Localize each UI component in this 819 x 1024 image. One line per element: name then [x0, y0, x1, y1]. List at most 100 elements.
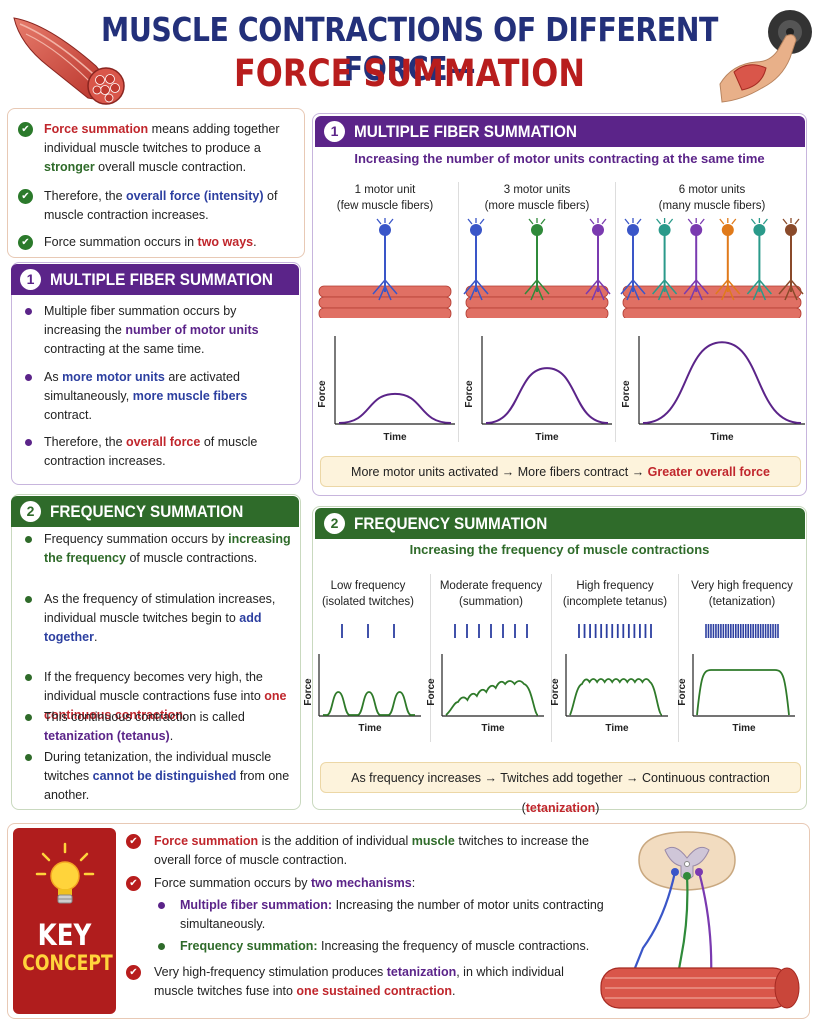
- axon-terminal: [620, 279, 646, 301]
- left-frequency-panel: [11, 494, 301, 810]
- body-text: twitches to increase the overall force o…: [154, 834, 589, 867]
- section-number-badge: 2: [324, 513, 345, 534]
- highlight-text: tetanization: [386, 965, 457, 979]
- dendrite: [624, 218, 642, 225]
- right-frequency-subtitle: Increasing the frequency of muscle contr…: [409, 542, 710, 557]
- stimulus-ticks: [454, 624, 528, 638]
- flexed-arm-icon: [719, 10, 812, 103]
- dendrite: [589, 218, 607, 225]
- neuron-cell-body: [690, 224, 703, 236]
- bullet-dot-icon: [25, 596, 32, 603]
- motor-unit-illustration: [318, 218, 452, 318]
- dendrite: [528, 218, 546, 225]
- y-axis-label: Force: [426, 678, 437, 706]
- list-item-text: During tetanization, the individual musc…: [44, 748, 294, 805]
- list-item-text: Frequency summation occurs by increasing…: [44, 530, 294, 568]
- body-text: As: [44, 370, 63, 384]
- body-text: are activated simultaneously,: [44, 370, 240, 403]
- body-text: .: [169, 729, 174, 743]
- y-axis-label: Force: [621, 380, 632, 408]
- highlight-text: add together: [44, 611, 262, 644]
- neuron-cell-body: [785, 224, 797, 236]
- highlight-text: overall force (intensity): [126, 189, 264, 203]
- force-curve: [642, 341, 802, 424]
- label-line2: (many muscle fibers): [658, 200, 766, 212]
- list-item-text: Multiple fiber summation occurs by incre…: [44, 302, 288, 359]
- left-multiple-panel: [11, 262, 301, 485]
- muscle-fiber: [465, 296, 609, 309]
- highlight-text: Force summation: [44, 122, 149, 136]
- highlight-text: one sustained contraction: [296, 984, 453, 998]
- key-label: KEY: [37, 918, 92, 952]
- body-text: ): [595, 801, 600, 815]
- y-axis-label: Force: [317, 380, 328, 408]
- bullet-dot-icon: [158, 902, 165, 909]
- body-text: .: [94, 630, 98, 644]
- body-text: .: [182, 708, 187, 722]
- left-multiple-title: MULTIPLE FIBER SUMMATION: [50, 270, 273, 289]
- body-text: .: [253, 235, 257, 249]
- neuron-cell-body: [470, 224, 482, 236]
- dendrite: [656, 218, 674, 225]
- force-curve: [569, 678, 663, 716]
- lightbulb-icon: [35, 842, 95, 904]
- list-item-text: As the frequency of stimulation increase…: [44, 590, 294, 647]
- label-line1: Very high frequency: [691, 580, 793, 592]
- bullet-dot-icon: [25, 754, 32, 761]
- highlight-text: tetanization (tetanus): [44, 729, 170, 743]
- left-frequency-title: FREQUENCY SUMMATION: [50, 502, 244, 521]
- dendrite: [376, 218, 394, 225]
- frequency-label: High frequency(incomplete tetanus): [553, 578, 677, 610]
- y-axis-label: Force: [464, 380, 475, 408]
- body-text: Increasing the frequency of muscle contr…: [317, 939, 590, 953]
- body-text: If the frequency becomes very high, the …: [44, 670, 265, 703]
- muscle-fiber: [622, 285, 802, 298]
- force-curve: [338, 392, 452, 424]
- body-text: :: [411, 876, 416, 890]
- dendrite: [687, 218, 705, 225]
- x-axis-label: Time: [732, 723, 756, 734]
- muscle-fiber: [465, 307, 609, 318]
- list-item-text: As more motor units are activated simult…: [44, 368, 288, 425]
- y-axis-label: Force: [303, 678, 314, 706]
- body-text: Force summation occurs in: [44, 235, 198, 249]
- dendrite: [719, 218, 737, 225]
- neuron-cell-body: [753, 224, 766, 236]
- key-concept-text: Multiple fiber summation: Increasing the…: [180, 896, 610, 934]
- highlight-text: one continuous contraction: [44, 689, 287, 722]
- x-axis-label: Time: [710, 432, 734, 443]
- left-frequency-banner: 2 FREQUENCY SUMMATION: [11, 496, 299, 527]
- x-axis-label: Time: [535, 432, 559, 443]
- body-text: More motor units activated → More fibers…: [351, 465, 648, 479]
- right-multiple-title: MULTIPLE FIBER SUMMATION: [354, 122, 577, 141]
- body-text: Increasing the number of motor units con…: [180, 898, 604, 931]
- body-text: Frequency summation occurs by: [44, 532, 229, 546]
- x-axis-label: Time: [383, 432, 407, 443]
- right-frequency-banner: 2 FREQUENCY SUMMATION: [315, 508, 805, 539]
- axon-terminal: [524, 279, 550, 301]
- neuron-cell-body: [627, 224, 639, 236]
- check-icon: ✔: [126, 876, 141, 891]
- body-text: Force summation occurs by: [154, 876, 311, 890]
- right-frequency-title: FREQUENCY SUMMATION: [354, 514, 548, 533]
- force-curve: [485, 367, 609, 424]
- neuron-cell-body: [531, 224, 543, 236]
- x-axis-label: Time: [358, 723, 382, 734]
- force-curve: [696, 669, 790, 716]
- check-icon: ✔: [126, 834, 141, 849]
- axon-terminal: [778, 279, 804, 301]
- highlight-text: Greater overall force: [647, 465, 770, 479]
- body-text: from one another.: [44, 769, 290, 802]
- bullet-dot-icon: [158, 943, 165, 950]
- body-text: Therefore, the: [44, 189, 126, 203]
- label-line1: Low frequency: [330, 580, 406, 592]
- body-text: As frequency increases → Twitches add to…: [351, 771, 770, 815]
- motor-unit-illustration: [463, 218, 611, 318]
- bullet-dot-icon: [25, 374, 32, 381]
- highlight-text: two ways: [197, 235, 254, 249]
- highlight-text: overall force: [126, 435, 201, 449]
